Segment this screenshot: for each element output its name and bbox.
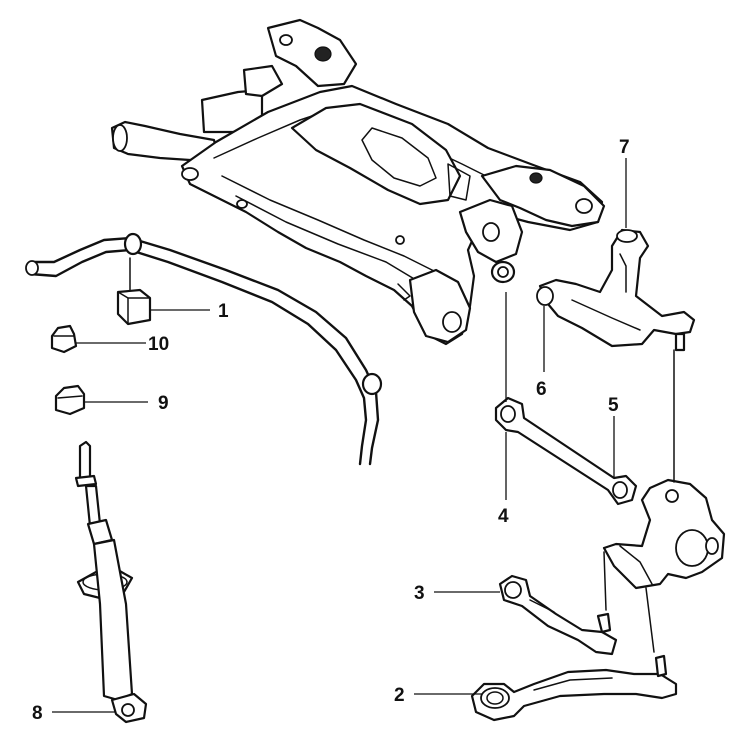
stabilizer-bushing (116, 257, 152, 326)
callout-7: 7 (619, 137, 630, 158)
callout-10: 10 (148, 334, 169, 355)
callout-2: 2 (394, 685, 405, 706)
shock-absorber (74, 440, 148, 724)
bump-stop (50, 324, 78, 354)
callout-6: 6 (536, 379, 547, 400)
rear-subframe (110, 18, 606, 346)
arm-bushing (490, 260, 516, 284)
upper-control-arm (536, 228, 696, 352)
callout-8: 8 (32, 703, 43, 724)
toe-link (498, 574, 618, 656)
lower-control-arm (470, 654, 678, 722)
callout-9: 9 (158, 393, 169, 414)
callout-1: 1 (218, 301, 229, 322)
leader-lines (52, 158, 627, 713)
lateral-link (494, 396, 638, 506)
rear-knuckle (602, 349, 726, 653)
stabilizer-bar (25, 232, 383, 466)
callout-labels: 1 2 3 4 5 6 7 8 9 10 (32, 137, 630, 724)
callout-3: 3 (414, 583, 425, 604)
callout-4: 4 (498, 506, 509, 527)
dust-cover (54, 384, 86, 416)
callout-5: 5 (608, 395, 619, 416)
